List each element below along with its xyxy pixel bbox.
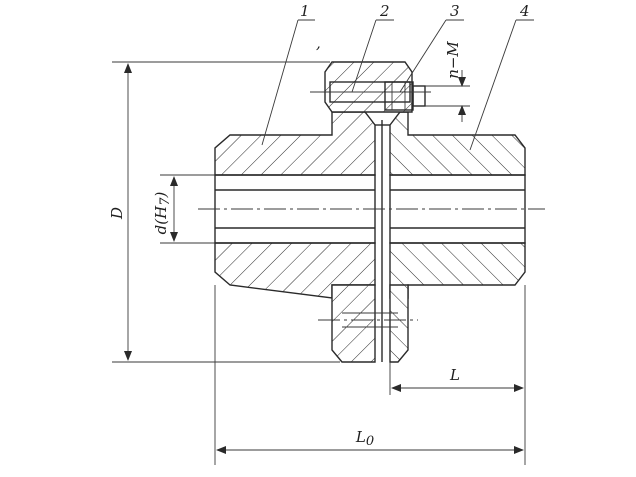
left-hub-upper <box>214 111 376 176</box>
part-number-3: 3 <box>450 2 460 20</box>
right-half-coupling <box>389 111 526 363</box>
part-number-4: 4 <box>519 2 530 20</box>
dimension-L0: L0 <box>214 285 524 465</box>
left-flange-lower <box>331 284 376 363</box>
right-flange-lower <box>389 284 409 363</box>
stray-comma: , <box>316 34 321 52</box>
top-flange-cap <box>324 61 413 113</box>
dimension-D: D <box>108 61 340 363</box>
dimension-bore: d(H7) <box>152 174 215 244</box>
label-bolt-spec: n−M <box>444 41 462 79</box>
right-hub-upper <box>389 111 526 176</box>
dimension-bolt: n−M <box>425 41 470 122</box>
left-half-coupling <box>214 111 376 363</box>
right-hub-lower <box>389 242 526 299</box>
label-L0: L0 <box>355 428 374 449</box>
label-bore: d(H7) <box>152 192 173 235</box>
part-leaders: 1 2 3 4 <box>261 2 534 151</box>
part-number-2: 2 <box>379 2 390 20</box>
label-D: D <box>108 207 126 220</box>
part-number-1: 1 <box>300 2 310 20</box>
top-bolt-assembly <box>324 61 426 113</box>
dimension-L: L <box>389 285 526 465</box>
label-L: L <box>449 366 460 384</box>
